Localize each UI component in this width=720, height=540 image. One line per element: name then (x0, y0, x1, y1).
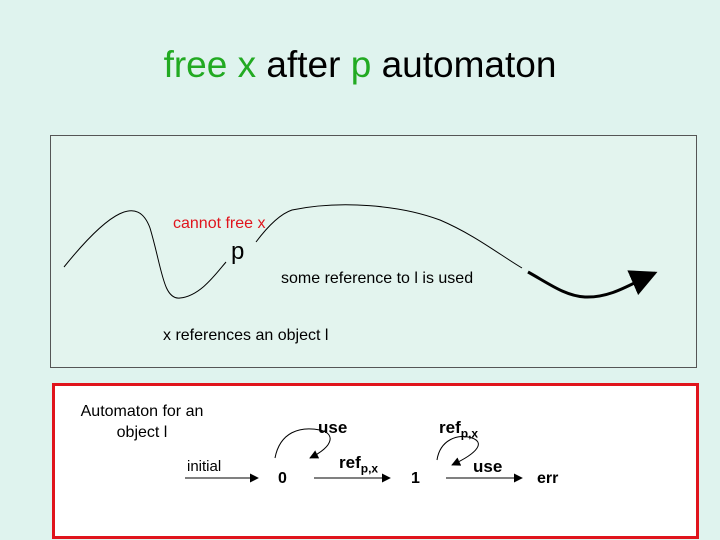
loop1-label-sub: p,x (460, 426, 479, 441)
scenario-panel (50, 135, 697, 368)
some-reference-label: some reference to l is used (281, 270, 474, 287)
loop1-label: refp,x (439, 418, 478, 440)
automaton-heading: Automaton for an object l (62, 401, 222, 443)
slide-title: free x after p automaton (0, 44, 720, 86)
trace-curve-end (527, 270, 658, 299)
edge01-label: refp,x (339, 453, 378, 475)
edge1err-use-label: use (473, 457, 503, 476)
state-err: err (537, 470, 559, 487)
trace-curve-middle (255, 204, 523, 269)
x-references-label: x references an object l (163, 327, 329, 344)
state-1: 1 (411, 470, 420, 487)
initial-label: initial (187, 458, 222, 475)
p-label: p (231, 238, 245, 265)
loop1-label-base: ref (439, 418, 461, 437)
automaton-heading-line1: Automaton for an (80, 403, 204, 420)
edge01-label-base: ref (339, 453, 361, 472)
automaton-heading-line2: object l (116, 424, 168, 441)
automaton-panel (52, 383, 699, 539)
title-part-after: after (256, 44, 351, 85)
state0-self-loop (274, 428, 331, 459)
cannot-free-label: cannot free x (173, 215, 266, 232)
title-part-free-x: free x (163, 44, 257, 85)
title-part-p: p (350, 44, 372, 85)
trace-curve-start (63, 210, 227, 299)
title-part-automaton: automaton (371, 44, 557, 85)
loop0-use-label: use (318, 418, 348, 437)
state-0: 0 (278, 470, 287, 487)
state1-self-loop (436, 436, 479, 466)
edge01-label-sub: p,x (360, 461, 379, 476)
